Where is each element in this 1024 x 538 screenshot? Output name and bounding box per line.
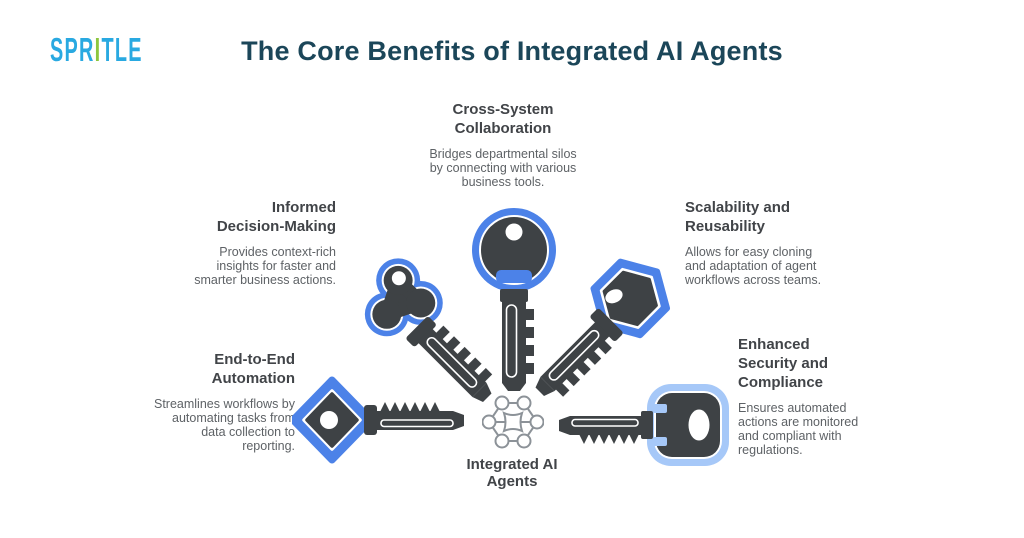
- clover-head-key-icon: [335, 245, 521, 431]
- benefit-description: Bridges departmental silos by connecting…: [429, 147, 577, 189]
- benefit-informed-decision-making: Informed Decision-Making Provides contex…: [191, 198, 336, 287]
- logo-part-1: SPR: [50, 30, 95, 69]
- benefit-description: Streamlines workflows by automating task…: [153, 397, 295, 453]
- benefit-description: Provides context-rich insights for faste…: [194, 245, 336, 287]
- benefit-scalability-reusability: Scalability and Reusability Allows for e…: [685, 198, 835, 287]
- benefit-title: Scalability and Reusability: [685, 199, 791, 235]
- page-title: The Core Benefits of Integrated AI Agent…: [241, 36, 783, 66]
- square-head-key-icon: [556, 381, 731, 469]
- spritle-logo: SPRITLE: [50, 33, 143, 66]
- benefit-title: Enhanced Security and Compliance: [738, 336, 829, 391]
- benefit-title: End-to-End Automation: [211, 351, 295, 387]
- center-label: Integrated AI Agents: [466, 456, 558, 490]
- diamond-head-key-icon: [292, 376, 467, 464]
- benefit-title: Cross-System Collaboration: [452, 101, 554, 137]
- benefit-description: Ensures automated actions are monitored …: [738, 401, 859, 457]
- round-head-key-icon: [470, 207, 558, 392]
- benefit-description: Allows for easy cloning and adaptation o…: [685, 245, 822, 287]
- benefit-cross-system-collaboration: Cross-System Collaboration Bridges depar…: [418, 100, 588, 189]
- benefit-enhanced-security-compliance: Enhanced Security and Compliance Ensures…: [738, 335, 873, 457]
- hexagon-head-key-icon: [507, 239, 693, 425]
- benefit-end-to-end-automation: End-to-End Automation Streamlines workfl…: [145, 350, 295, 453]
- benefit-title: Informed Decision-Making: [216, 199, 336, 235]
- network-hub-icon: [481, 395, 545, 449]
- logo-part-3: TLE: [101, 30, 143, 69]
- logo-part-2: I: [94, 30, 102, 69]
